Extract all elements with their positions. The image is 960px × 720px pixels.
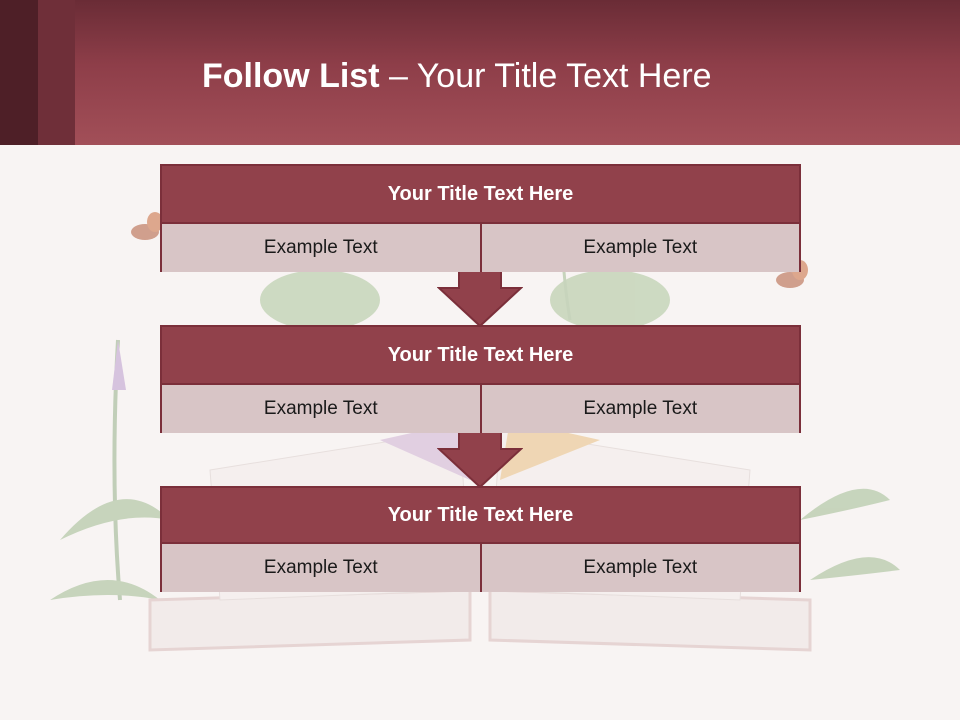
panel-cell-right[interactable]: Example Text: [479, 385, 799, 433]
panel-cell-right[interactable]: Example Text: [479, 544, 799, 592]
butterfly-icon: [131, 212, 163, 240]
list-item: Your Title Text Here Example Text Exampl…: [160, 325, 801, 433]
list-item: Your Title Text Here Example Text Exampl…: [160, 164, 801, 272]
down-arrow-icon: [437, 270, 523, 328]
header-bar: Follow List – Your Title Text Here: [0, 0, 960, 145]
panel-cell-right[interactable]: Example Text: [479, 224, 799, 272]
header-accent-mid: [38, 0, 75, 145]
panel-cell-left[interactable]: Example Text: [162, 224, 480, 272]
panel-cell-left[interactable]: Example Text: [162, 544, 480, 592]
panel-row: Example Text Example Text: [162, 224, 799, 272]
down-arrow-icon: [437, 431, 523, 489]
panel-row: Example Text Example Text: [162, 385, 799, 433]
panel-title[interactable]: Your Title Text Here: [162, 166, 799, 224]
panel-cell-left[interactable]: Example Text: [162, 385, 480, 433]
slide-title-bold: Follow List: [202, 57, 380, 95]
panel-row: Example Text Example Text: [162, 544, 799, 592]
slide-title: Follow List – Your Title Text Here: [202, 54, 712, 98]
open-book-illustration: [50, 169, 900, 652]
panel-title[interactable]: Your Title Text Here: [162, 488, 799, 544]
slide-title-rest: – Your Title Text Here: [379, 57, 712, 95]
header-accent-dark: [0, 0, 38, 145]
list-item: Your Title Text Here Example Text Exampl…: [160, 486, 801, 592]
panel-title[interactable]: Your Title Text Here: [162, 327, 799, 385]
